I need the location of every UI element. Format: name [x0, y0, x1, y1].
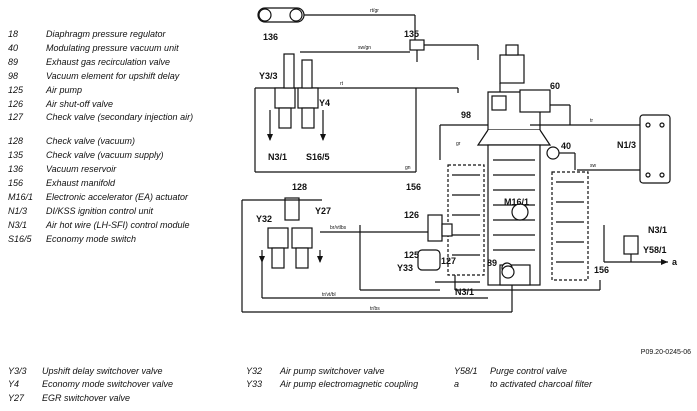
reference-code: P09.20-0245-06 [640, 349, 691, 356]
label-a: a [672, 257, 678, 267]
vacuum-reservoir-136 [257, 7, 416, 40]
air-pump-125 [417, 249, 441, 271]
label-n31: N3/1 [268, 152, 287, 162]
valve-block-y32-y27 [261, 197, 321, 269]
label-127: 127 [441, 256, 456, 266]
hose-label: rt [340, 81, 344, 87]
label-n31-right: N3/1 [648, 225, 667, 235]
label-y33-lower: Y33 [397, 263, 413, 273]
exhaust-manifold-right [551, 171, 589, 281]
label-y4: Y4 [319, 98, 330, 108]
hose-label: gn [405, 165, 411, 171]
label-156-right: 156 [594, 265, 609, 275]
hose-label: sw/gn [358, 45, 371, 51]
label-s165: S16/5 [306, 152, 330, 162]
hose-label: tr [590, 118, 593, 124]
hose-label: tr/bs [370, 306, 380, 312]
hose-label: br/vtlbs [330, 225, 347, 231]
label-98: 98 [461, 110, 471, 120]
valve-block-y33-y4 [269, 53, 324, 140]
label-y27: Y27 [315, 206, 331, 216]
label-y32: Y32 [256, 214, 272, 224]
label-128: 128 [292, 182, 307, 192]
hose-label: rt/gr [370, 8, 379, 14]
label-40: 40 [561, 141, 571, 151]
label-n13: N1/3 [617, 140, 636, 150]
label-126: 126 [404, 210, 419, 220]
hose-label: gr [456, 141, 461, 147]
modulating-vacuum-unit-40 [546, 146, 576, 170]
hose-label: tr/vt/bl [322, 292, 336, 298]
label-136: 136 [263, 32, 278, 42]
ignition-control-unit-n13 [639, 114, 671, 184]
label-156: 156 [406, 182, 421, 192]
label-m161: M16/1 [504, 197, 529, 207]
label-60: 60 [550, 81, 560, 91]
label-y581: Y58/1 [643, 245, 667, 255]
egr-valve-89 [501, 265, 515, 279]
air-shutoff-valve-126 [427, 214, 453, 242]
label-135: 135 [404, 29, 419, 39]
purge-control-valve-y581 [603, 225, 668, 263]
throttle-body [439, 44, 640, 160]
label-89: 89 [487, 258, 497, 268]
label-y33: Y3/3 [259, 71, 278, 81]
hose-label: sw [590, 163, 597, 169]
check-valve-135 [300, 39, 479, 62]
exhaust-manifold-left [447, 164, 485, 276]
label-n31-lower: N3/1 [455, 287, 474, 297]
label-125: 125 [404, 250, 419, 260]
